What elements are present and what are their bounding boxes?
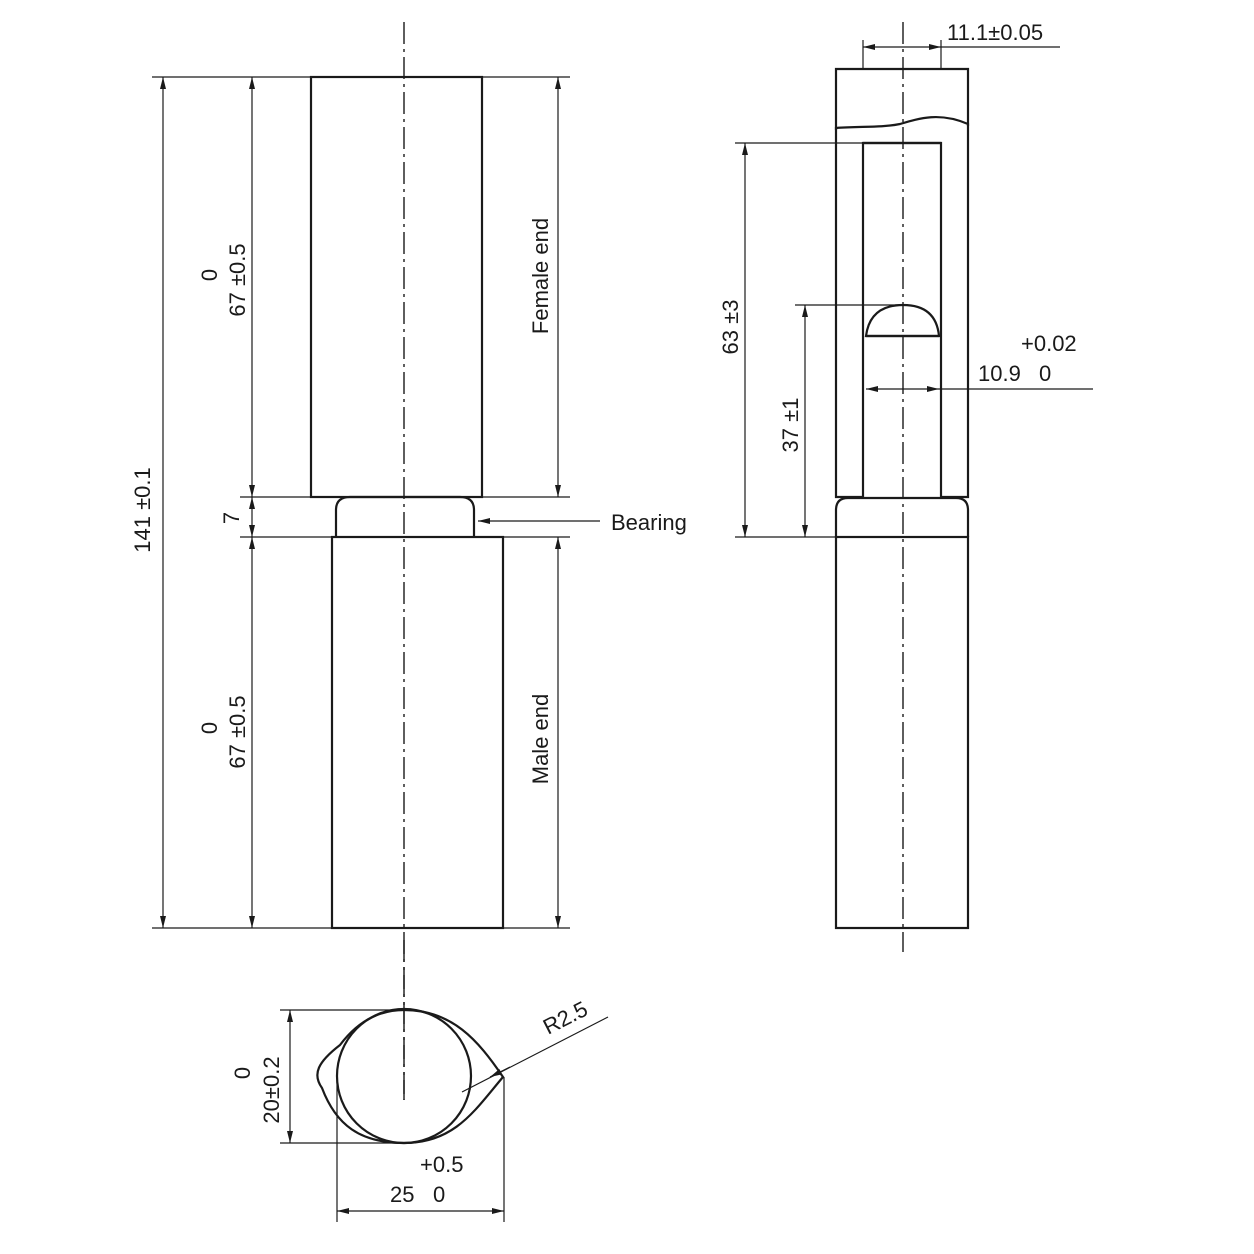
dimension-width-tol-upper: +0.5 [420,1152,463,1177]
dimension-bore-tol-lower: 0 [1039,361,1051,386]
female-end-label: Female end [528,218,553,334]
dimension-height-label: 20±0.2 [259,1056,284,1123]
profile-outline [316,1008,505,1145]
bearing-ring [334,495,476,537]
front-view: 141 ±0.1 67 ±0.5 0 7 67 ±0.5 0 Female en… [130,22,687,1100]
dimension-bore-diameter-label: 10.9 [978,361,1021,386]
dimension-bearing-length-label: 7 [219,512,244,524]
dimension-overall-length-label: 141 ±0.1 [130,467,155,552]
male-end-body [330,535,505,930]
section-hatched-wall [834,115,970,499]
section-male-body [834,535,970,930]
dimension-outer-diameter-label: 11.1±0.05 [947,20,1043,45]
dimension-width-tol-lower: 0 [433,1182,445,1207]
section-bearing-ring [834,496,970,537]
dimension-height-tolerance: 0 [230,1067,255,1079]
dimension-bore-depth-label: 63 ±3 [718,300,743,355]
dimension-male-length-label: 67 ±0.5 [225,695,250,768]
bottom-view: 20±0.2 0 25 +0.5 0 R2.5 [230,940,609,1222]
radius-leader [461,1016,609,1093]
dimension-female-length-label: 67 ±0.5 [225,243,250,316]
section-view: 11.1±0.05 63 ±3 37 ±1 10.9 +0.02 0 [718,20,1093,952]
radius-label: R2.5 [539,996,592,1039]
dimension-bore-tol-upper: +0.02 [1021,331,1077,356]
section-top-cap [834,67,970,130]
dimension-pin-length-label: 37 ±1 [778,398,803,453]
dimension-male-tolerance: 0 [197,722,222,734]
male-end-label: Male end [528,694,553,785]
bearing-label: Bearing [611,510,687,535]
female-end-body [309,75,484,499]
radius-arrow [489,1066,511,1078]
dimension-width-label: 25 [390,1182,414,1207]
dimension-female-tolerance: 0 [197,269,222,281]
